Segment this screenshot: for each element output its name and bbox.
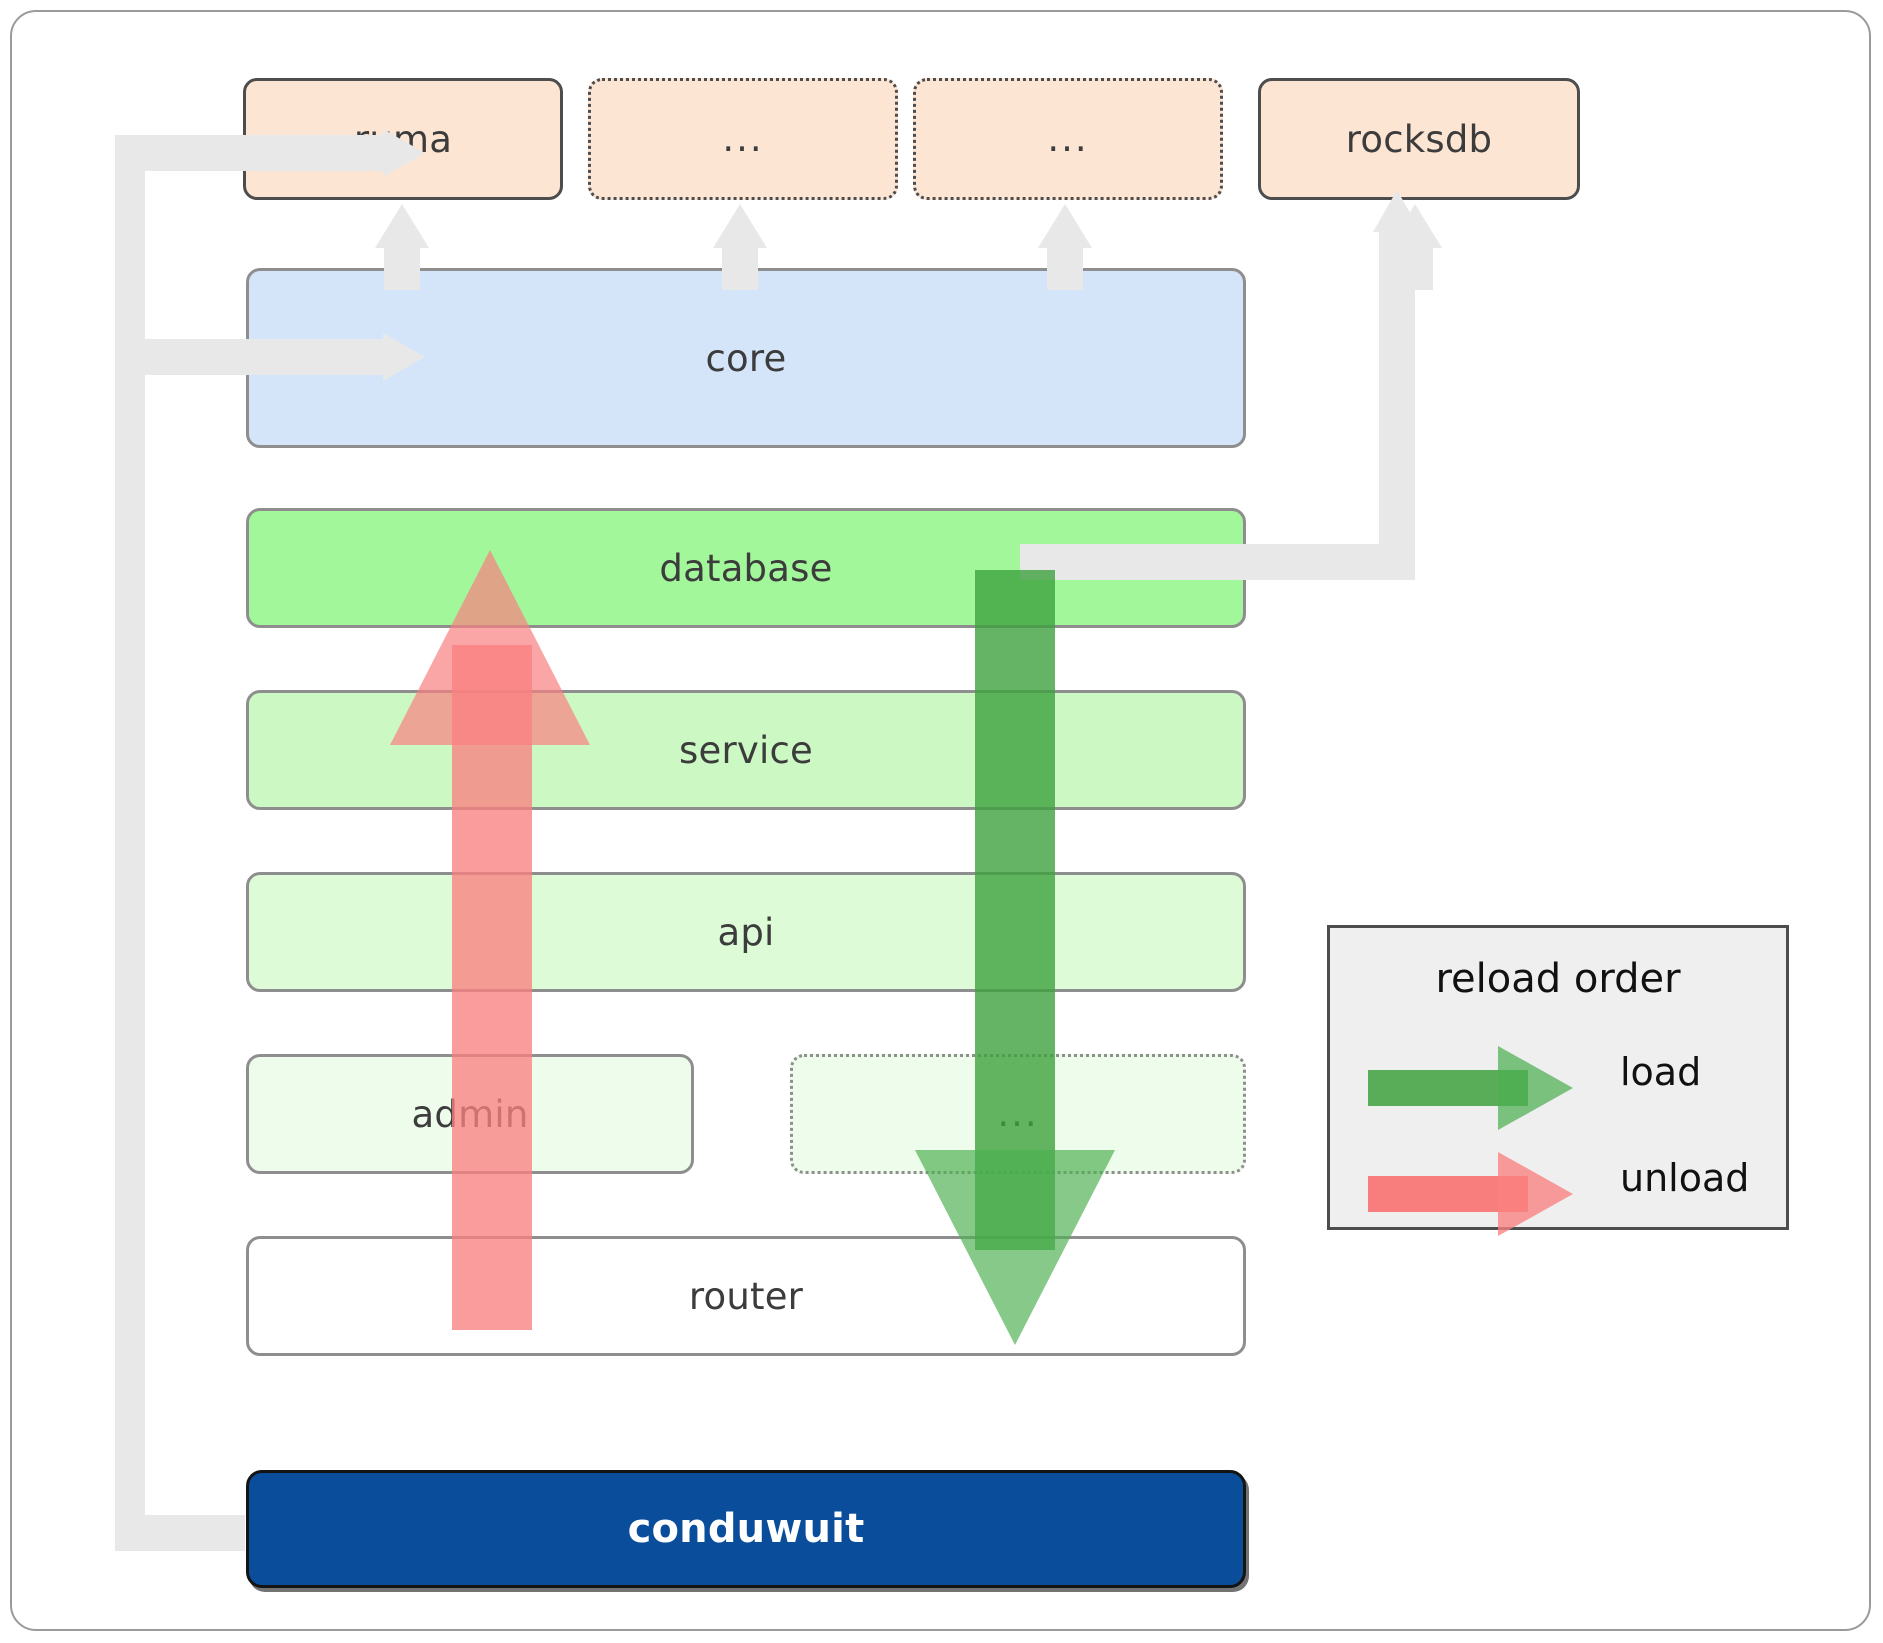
node-label: api bbox=[717, 910, 775, 954]
diagram-frame bbox=[10, 10, 1871, 1631]
node-label: rocksdb bbox=[1345, 117, 1493, 161]
legend-label-unload: unload bbox=[1620, 1156, 1750, 1200]
legend-title: reload order bbox=[1435, 956, 1681, 1002]
node-label: ... bbox=[1047, 116, 1089, 160]
node-label: ... bbox=[722, 116, 764, 160]
unload-legend-head bbox=[1498, 1152, 1573, 1236]
node-label: conduwuit bbox=[627, 1506, 865, 1552]
legend-label-load: load bbox=[1620, 1050, 1702, 1094]
unload-legend-arrow bbox=[1368, 1152, 1573, 1236]
node-api[interactable]: api bbox=[246, 872, 1246, 992]
legend-panel: reload order load unload bbox=[1327, 925, 1789, 1236]
node-conduwuit[interactable]: conduwuit bbox=[246, 1470, 1246, 1588]
load-legend-head bbox=[1498, 1046, 1573, 1130]
node-admin[interactable]: admin bbox=[246, 1054, 694, 1174]
node-label: core bbox=[705, 336, 787, 380]
node-database[interactable]: database bbox=[246, 508, 1246, 628]
node-label: database bbox=[659, 546, 833, 590]
node-service[interactable]: service bbox=[246, 690, 1246, 810]
node-ruma[interactable]: ruma bbox=[243, 78, 563, 200]
node-label: ... bbox=[997, 1091, 1039, 1135]
node-label: router bbox=[688, 1274, 804, 1318]
legend-row-load: load bbox=[1330, 1040, 1786, 1136]
node-ellipsis-top-1[interactable]: ... bbox=[588, 78, 898, 200]
node-rocksdb[interactable]: rocksdb bbox=[1258, 78, 1580, 200]
node-core[interactable]: core bbox=[246, 268, 1246, 448]
node-router[interactable]: router bbox=[246, 1236, 1246, 1356]
load-legend-arrow bbox=[1368, 1046, 1573, 1130]
node-label: admin bbox=[411, 1092, 529, 1136]
node-ellipsis-admin-row[interactable]: ... bbox=[790, 1054, 1246, 1174]
legend-row-unload: unload bbox=[1330, 1146, 1786, 1242]
node-ellipsis-top-2[interactable]: ... bbox=[913, 78, 1223, 200]
node-label: service bbox=[679, 728, 813, 772]
node-label: ruma bbox=[353, 117, 453, 161]
